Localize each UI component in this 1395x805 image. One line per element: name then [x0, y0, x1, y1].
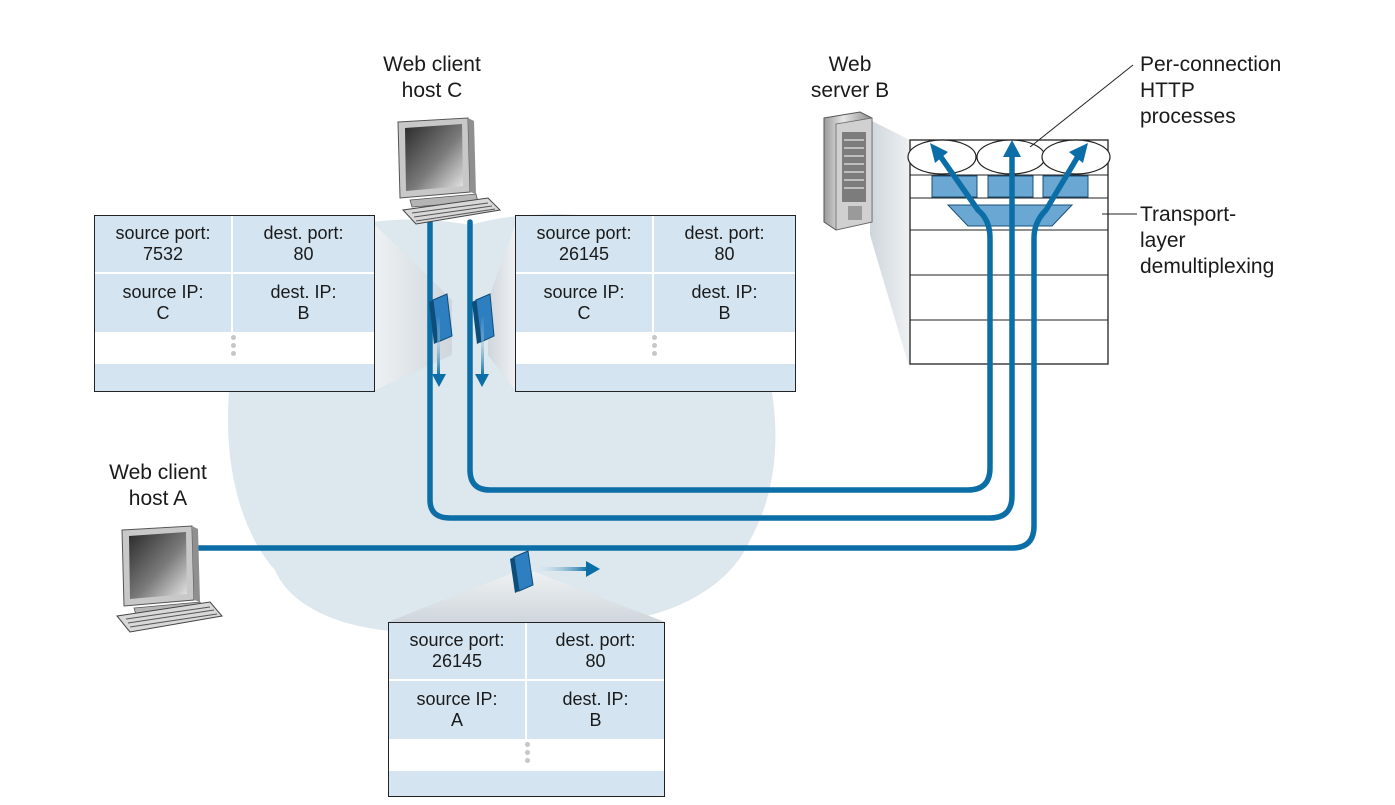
ellipsis-row — [389, 739, 664, 771]
arrowhead-1 — [930, 143, 948, 163]
arrowhead-2 — [1003, 140, 1021, 157]
source-ip-field: source IP:A — [389, 681, 527, 739]
payload-row — [516, 364, 795, 391]
vertical-ellipsis-icon — [525, 742, 531, 766]
segment-icon-c-left — [429, 293, 453, 387]
dest-ip-field: dest. IP:B — [527, 681, 664, 739]
ellipsis-row — [95, 332, 374, 364]
ellipsis-row — [516, 332, 795, 364]
payload-row — [95, 364, 374, 391]
server-b-tower-icon — [823, 111, 873, 231]
segment-header-client-a-26145: source port:26145 dest. port:80 source I… — [388, 622, 665, 797]
dest-port-field: dest. port:80 — [527, 623, 664, 681]
processes-leader — [1029, 64, 1134, 148]
client-c-computer-icon — [397, 117, 502, 225]
client-a-computer-icon — [116, 525, 223, 633]
path-client-c-7532 — [427, 147, 1015, 521]
dest-port-field: dest. port:80 — [654, 216, 795, 274]
dest-ip-field: dest. IP:B — [233, 274, 374, 332]
source-port-field: source port:7532 — [95, 216, 233, 274]
path-client-a — [193, 150, 1083, 551]
arrowhead-3 — [1069, 143, 1088, 163]
callout-wedge-server — [870, 120, 910, 370]
callout-wedge-c-right — [488, 225, 515, 390]
source-ip-field: source IP:C — [516, 274, 654, 332]
source-ip-field: source IP:C — [95, 274, 233, 332]
server-stack — [907, 139, 1111, 365]
dest-port-field: dest. port:80 — [233, 216, 374, 274]
connection-paths — [193, 147, 1083, 551]
source-port-field: source port:26145 — [516, 216, 654, 274]
path-client-c-26145 — [467, 150, 993, 493]
vertical-ellipsis-icon — [652, 335, 658, 359]
segment-icon-c-right — [472, 293, 495, 387]
dest-ip-field: dest. IP:B — [654, 274, 795, 332]
vertical-ellipsis-icon — [231, 335, 237, 359]
segment-icon-a — [510, 550, 600, 593]
source-port-field: source port:26145 — [389, 623, 527, 681]
segment-header-client-c-26145: source port:26145 dest. port:80 source I… — [515, 215, 796, 392]
callout-wedge-a — [388, 572, 665, 622]
segment-header-client-c-7532: source port:7532 dest. port:80 source IP… — [94, 215, 375, 392]
payload-row — [389, 771, 664, 796]
